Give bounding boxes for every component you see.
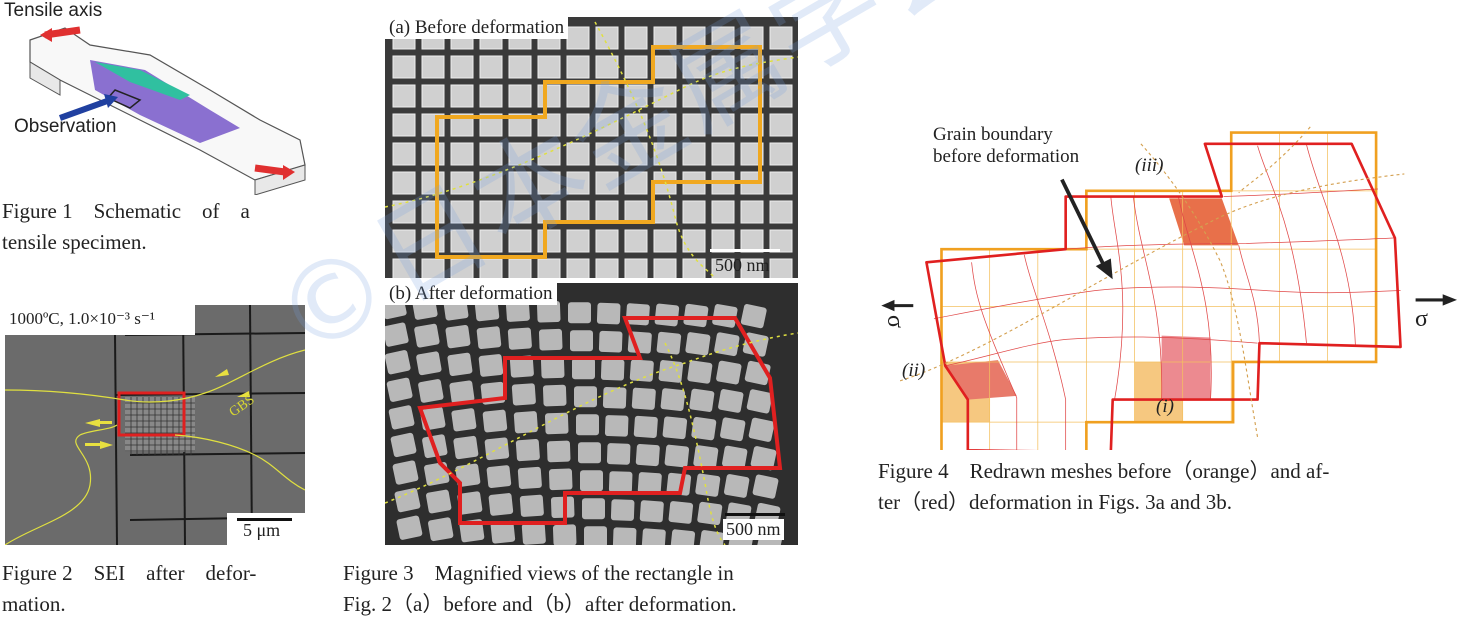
shaded-cells — [941, 198, 1239, 423]
panel-b-scale-label: 500 nm — [723, 519, 784, 540]
mesh-diagram — [881, 126, 1457, 450]
after-deformation-micrograph — [385, 283, 798, 545]
tensile-axis-label: Tensile axis — [4, 0, 103, 21]
tensile-specimen-schematic — [29, 26, 306, 195]
region-i-label: (i) — [1156, 396, 1174, 417]
region-ii-label: (ii) — [902, 360, 926, 381]
grain-boundary-label-line: Grain boundary — [933, 124, 1053, 145]
figure-4-mesh-diagram: Grain boundary before deformation (iii) … — [870, 110, 1460, 450]
grain-boundary — [664, 342, 726, 545]
caption-line: Figure 4 Redrawn meshes before（orange）an… — [878, 459, 1330, 483]
sigma-arrows — [881, 294, 1457, 312]
figure-4-caption: Figure 4 Redrawn meshes before（orange）an… — [878, 456, 1458, 518]
figure-1-caption: Figure 1 Schematic of a tensile specimen… — [2, 196, 304, 258]
caption-line: Figure 3 Magnified views of the rectangl… — [343, 561, 734, 585]
observation-label: Observation — [14, 116, 117, 137]
figure-3b-panel: (b) After deformation 500 nm — [385, 283, 798, 545]
figure-3-caption: Figure 3 Magnified views of the rectangl… — [343, 558, 853, 620]
region-iii-label: (iii) — [1135, 155, 1164, 176]
sigma-right-label: σ — [1415, 306, 1428, 332]
caption-line: tensile specimen. — [2, 230, 147, 254]
red-deformed-grid — [933, 144, 1401, 450]
grain-boundary-arrow — [1060, 178, 1113, 280]
red-outline — [417, 316, 783, 525]
figure-2-sei-image: GBS 1000ºC, 1.0×10⁻³ s⁻¹ 5 μm — [5, 305, 305, 545]
test-condition-label: 1000ºC, 1.0×10⁻³ s⁻¹ — [9, 309, 155, 328]
orange-mesh-outline — [940, 131, 1378, 450]
orange-grid — [941, 132, 1377, 450]
caption-line: mation. — [2, 592, 66, 616]
panel-a-title: (a) Before deformation — [385, 17, 569, 39]
grain-boundary — [385, 332, 798, 504]
panel-a-scale-label: 500 nm — [715, 255, 770, 275]
caption-line: ter（red）deformation in Figs. 3a and 3b. — [878, 490, 1233, 514]
caption-line: Figure 1 Schematic of a — [2, 199, 250, 223]
figure-1: Tensile axis Observation — [0, 0, 310, 195]
before-deformation-micrograph — [385, 17, 798, 278]
grain-boundary-lines — [899, 126, 1405, 438]
red-mesh-outline — [925, 142, 1402, 450]
scale-bar-label: 5 μm — [243, 520, 281, 540]
figure-3a-panel: (a) Before deformation 500 nm — [385, 17, 798, 278]
caption-line: Figure 2 SEI after defor- — [2, 561, 257, 585]
panel-b-title: (b) After deformation — [385, 283, 557, 305]
sei-micrograph: GBS — [5, 305, 305, 545]
caption-line: Fig. 2（a）before and（b）after deformation. — [343, 592, 737, 616]
sigma-left-label: σ — [881, 315, 908, 328]
figure-2-caption: Figure 2 SEI after defor- mation. — [2, 558, 307, 620]
orange-outline — [435, 45, 762, 259]
grain-boundary-label-line: before deformation — [933, 146, 1080, 167]
grain-boundary-label: Grain boundary before deformation — [933, 124, 1079, 168]
